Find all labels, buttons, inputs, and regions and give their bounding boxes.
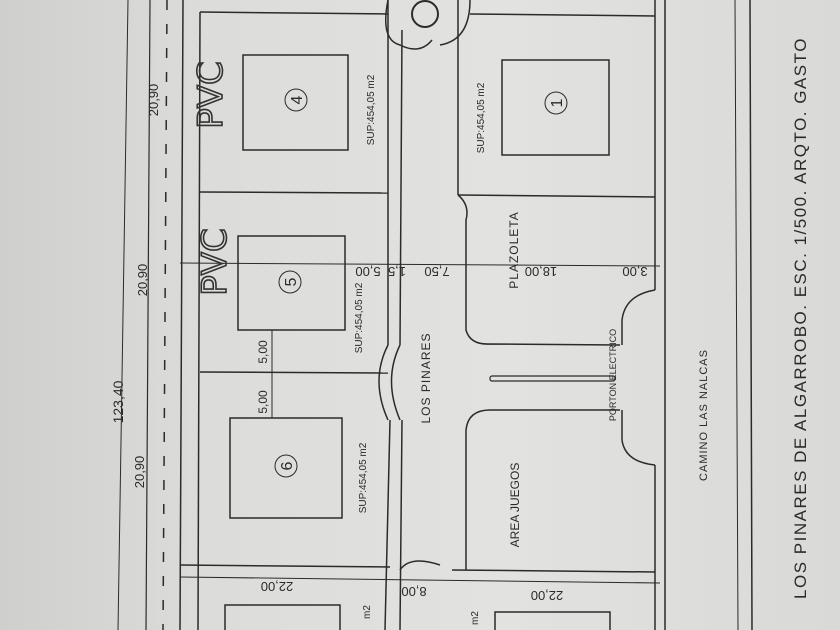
lot-footprint xyxy=(229,417,343,519)
dimension-bottom: 22,00 xyxy=(261,579,294,594)
lot-footprint xyxy=(237,235,346,331)
dimension-offset: 5,00 xyxy=(256,340,270,364)
gate-label: PORTON ELECTRICO xyxy=(608,329,618,421)
dimension-section: 7,50 xyxy=(424,264,449,279)
dimension-offset: 5,00 xyxy=(256,390,270,414)
lot-footprint-bottom-right xyxy=(494,611,611,630)
street-label: LOS PINARES xyxy=(419,332,433,423)
lot-number: 1 xyxy=(549,98,566,107)
lot-footprint-bottom-left xyxy=(224,604,341,630)
lot-5: 5 SUP:454,05 m2 xyxy=(237,235,365,353)
dimension-section: 3,00 xyxy=(622,264,647,279)
lot-number: 6 xyxy=(279,461,296,470)
lot-1: 1 SUP:454,05 m2 xyxy=(476,59,610,156)
plan-title: LOS PINARES DE ALGARROBO. ESC. 1/500. AR… xyxy=(791,37,810,599)
lot-number-circle xyxy=(544,91,568,115)
dimension-total: 123,40 xyxy=(110,380,126,423)
lot-number: 5 xyxy=(283,277,300,286)
lot-6: 6 SUP:454,05 m2 xyxy=(229,417,369,519)
dimension-bottom: 22,00 xyxy=(531,588,564,603)
dimension-bottom: 8,00 xyxy=(401,584,426,599)
lot-area: SUP:454,05 m2 xyxy=(358,442,369,513)
dimension-lot-width: 20,90 xyxy=(132,456,147,489)
dimension-section: 18,00 xyxy=(525,264,558,279)
handwritten-note: PVC xyxy=(191,61,231,129)
lot-area: SUP:454,05 m2 xyxy=(366,74,377,145)
lot-area-partial: m2 xyxy=(470,611,481,625)
lot-area-partial: m2 xyxy=(362,605,373,619)
lot-area: SUP:454,05 m2 xyxy=(354,282,365,353)
plaza-label: PLAZOLETA xyxy=(507,211,521,288)
boundary-lines xyxy=(117,0,753,630)
play-area-label: AREA JUEGOS xyxy=(508,463,522,548)
lot-number-circle xyxy=(278,270,302,294)
lot-number-circle xyxy=(284,88,308,112)
play-area-label-text: AREA JUEGOS xyxy=(508,463,522,548)
lot-area: SUP:454,05 m2 xyxy=(476,82,487,153)
dimension-lot-width: 20,90 xyxy=(135,264,150,297)
lot-number: 4 xyxy=(289,95,306,104)
roundabout-circle xyxy=(411,0,439,28)
handwritten-note: PVC xyxy=(195,228,235,296)
dimension-lot-width: 20,90 xyxy=(146,84,161,117)
lot-footprint xyxy=(501,59,610,156)
dimension-section: 5,00 xyxy=(355,264,380,279)
lot-number-circle xyxy=(274,454,298,478)
lot-footprint xyxy=(242,54,349,151)
lot-4: 4 SUP:454,05 m2 xyxy=(242,54,377,151)
road-label: CAMINO LAS NALCAS xyxy=(698,349,710,481)
dimension-section: 1,5 xyxy=(388,264,406,279)
